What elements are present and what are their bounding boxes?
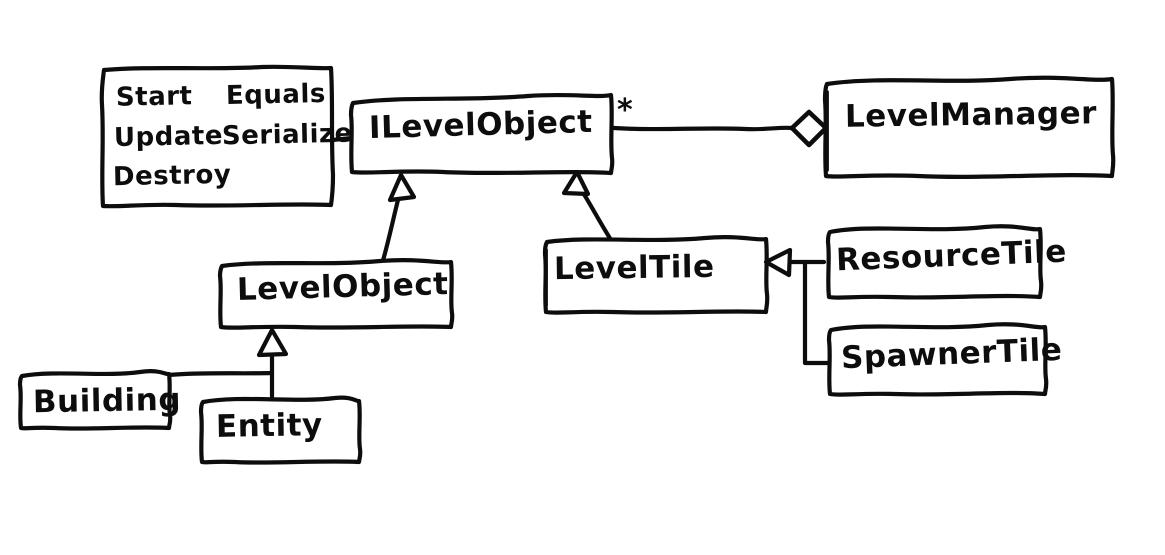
- method-equals: Equals: [225, 78, 327, 112]
- realization-arrowhead-leveltile: [561, 169, 591, 197]
- building-label: Building: [32, 381, 182, 421]
- edge-ilevelobject-to-levelmanager: [611, 125, 795, 132]
- levelobject-label: LevelObject: [236, 266, 449, 308]
- method-serialize: Serialize: [221, 118, 354, 152]
- spawnertile-box[interactable]: [826, 322, 1049, 397]
- resourcetile-box[interactable]: [825, 224, 1044, 300]
- leveltile-label: LevelTile: [553, 248, 715, 288]
- inheritance-arrowhead-tiles: [763, 247, 793, 278]
- levelmanager-label: LevelManager: [844, 95, 1098, 135]
- ilevelobject-box[interactable]: [348, 92, 615, 176]
- levelobject-box[interactable]: [217, 258, 455, 330]
- realization-arrowhead-levelobject: [387, 172, 417, 203]
- inheritance-arrowhead-levelobject-children: [256, 327, 289, 358]
- edge-resourcetile-to-leveltile: [802, 259, 830, 366]
- spawnertile-label: SpawnerTile: [840, 331, 1063, 377]
- method-update: Update: [113, 120, 224, 154]
- method-start: Start: [115, 81, 193, 113]
- methods-box[interactable]: [99, 64, 336, 209]
- building-box[interactable]: [17, 369, 173, 431]
- edge-methods-to-ilevelobject: [329, 135, 355, 143]
- edge-building-to-levelobject: [165, 370, 275, 378]
- entity-box[interactable]: [198, 395, 363, 465]
- resourcetile-label: ResourceTile: [835, 233, 1068, 279]
- multiplicity-star: *: [617, 93, 634, 128]
- edge-levelobject-to-ilevelobject: [379, 193, 402, 267]
- method-destroy: Destroy: [112, 159, 232, 193]
- aggregation-diamond: [789, 109, 829, 148]
- entity-label: Entity: [215, 407, 324, 445]
- edge-leveltile-to-ilevelobject: [577, 185, 616, 246]
- ilevelobject-label: ILevelObject: [368, 103, 594, 147]
